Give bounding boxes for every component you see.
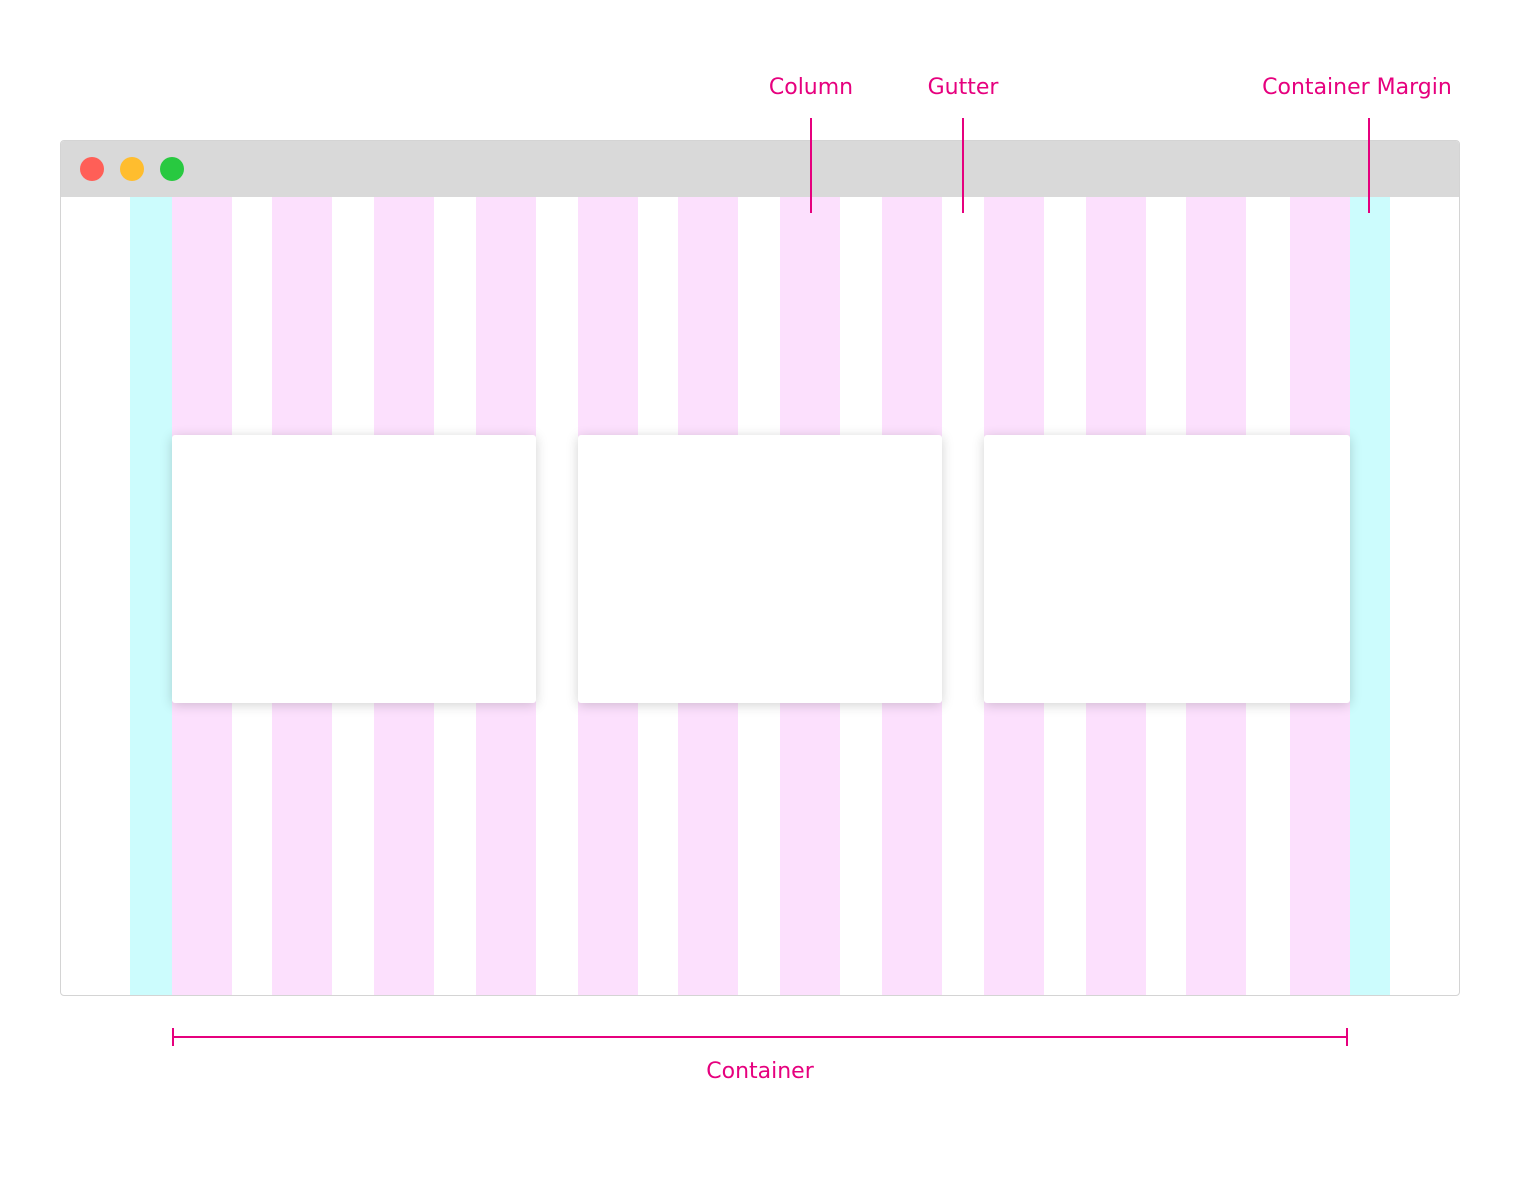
container-dimension-line — [173, 1036, 1348, 1038]
column-pointer-line — [810, 118, 812, 213]
minimize-button[interactable] — [120, 157, 144, 181]
gutter-pointer-line — [962, 118, 964, 213]
browser-window — [60, 140, 1460, 996]
close-button[interactable] — [80, 157, 104, 181]
container-dimension-tick-right — [1346, 1028, 1348, 1046]
container-margin-right — [1350, 197, 1390, 995]
content-card — [578, 435, 942, 703]
content-card — [172, 435, 536, 703]
container-dimension-tick-left — [172, 1028, 174, 1046]
margin-pointer-line — [1368, 118, 1370, 213]
title-bar — [61, 141, 1459, 197]
content-card — [984, 435, 1350, 703]
column-label: Column — [768, 75, 854, 100]
container-label: Container — [706, 1059, 814, 1084]
container-margin-label: Container Margin — [1262, 75, 1452, 100]
container-margin-left — [130, 197, 172, 995]
gutter-label: Gutter — [927, 75, 999, 100]
maximize-button[interactable] — [160, 157, 184, 181]
